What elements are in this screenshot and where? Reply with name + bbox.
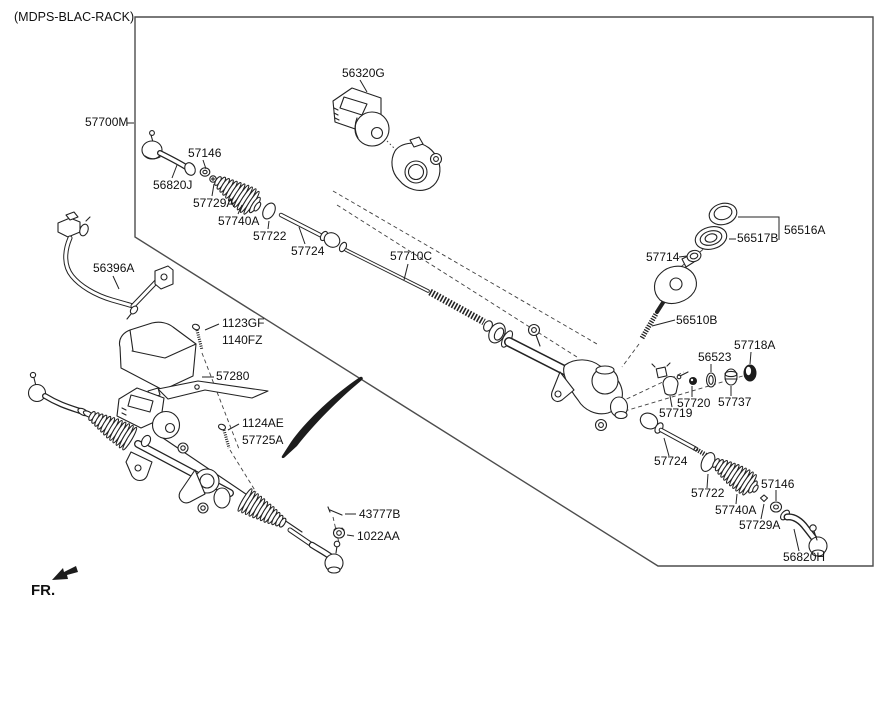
upper-inner-tie-rod-drawing <box>278 212 341 248</box>
split-pin-drawing <box>327 506 343 516</box>
part-label-57700M: 57700M <box>85 115 128 129</box>
part-label-57718A: 57718A <box>734 338 775 352</box>
mount-bolt-drawing <box>217 423 231 449</box>
pointer-swoosh-arrow <box>281 376 363 459</box>
part-label-56820J: 56820J <box>153 178 192 192</box>
part-label-56320G: 56320G <box>342 66 385 80</box>
part-label-56396A: 56396A <box>93 261 134 275</box>
part-label-1123GF: 1123GF <box>222 316 264 330</box>
part-label-56510B: 56510B <box>676 313 717 327</box>
diagram-border <box>134 16 874 567</box>
alignment-dashed-lines <box>201 140 747 544</box>
assembled-gear-drawing <box>27 371 344 574</box>
part-label-57729A-b: 57729A <box>739 518 780 532</box>
part-label-1140FZ: 1140FZ <box>222 333 262 347</box>
part-label-57740A-b: 57740A <box>715 503 756 517</box>
part-label-57710C: 57710C <box>390 249 432 263</box>
dust-cover-rings-drawing <box>694 202 738 250</box>
upper-snap-ring-drawing <box>262 202 276 220</box>
lower-outer-tie-rod-drawing <box>780 509 828 557</box>
part-label-57722-b: 57722 <box>691 486 725 500</box>
lower-inner-tie-rod-drawing <box>639 412 708 457</box>
part-label-1124AE: 1124AE <box>242 416 284 430</box>
pinion-seal-ring-drawing <box>686 249 702 263</box>
part-label-57719: 57719 <box>659 406 693 420</box>
part-label-57725A: 57725A <box>242 433 283 447</box>
part-label-57146-a: 57146 <box>188 146 222 160</box>
upper-bellows-drawing <box>214 176 262 215</box>
part-label-57720: 57720 <box>677 396 711 410</box>
castle-nut-drawing <box>332 527 346 539</box>
upper-outer-tie-rod-drawing <box>141 130 196 176</box>
part-labels: 57700M 56320G 57146 56820J 57729A 57740A… <box>85 66 825 564</box>
leader-lines <box>112 79 800 552</box>
part-label-57729A-a: 57729A <box>193 196 234 210</box>
part-label-57714: 57714 <box>646 250 680 264</box>
part-label-1022AA: 1022AA <box>357 529 400 543</box>
steering-motor-ecu-drawing <box>332 87 443 191</box>
part-label-57737: 57737 <box>718 395 752 409</box>
fr-arrow-icon <box>52 566 78 580</box>
label-bracket-56516A <box>729 216 780 240</box>
part-label-57280: 57280 <box>216 369 250 383</box>
part-label-57722-a: 57722 <box>253 229 287 243</box>
part-label-57724-b: 57724 <box>654 454 688 468</box>
part-label-56523: 56523 <box>698 350 732 364</box>
part-label-56516A: 56516A <box>784 223 825 237</box>
part-label-43777B: 43777B <box>359 507 400 521</box>
lower-bellows-drawing <box>712 458 759 496</box>
fr-label: FR. <box>31 582 55 599</box>
part-label-57740A-a: 57740A <box>218 214 259 228</box>
upper-tie-rod-nut-drawing <box>199 167 211 177</box>
lower-tie-rod-washer-drawing <box>759 494 783 513</box>
part-label-56820H: 56820H <box>783 550 825 564</box>
part-label-57146-b: 57146 <box>761 477 795 491</box>
page-title: (MDPS-BLAC-RACK) <box>14 10 134 24</box>
cover-bolt-drawing <box>191 323 204 351</box>
gear-housing-drawing <box>488 322 629 432</box>
rack-bar-drawing <box>338 241 493 332</box>
fr-direction-indicator: FR. <box>31 566 78 599</box>
pressure-tube-drawing <box>57 211 174 320</box>
part-label-57724-a: 57724 <box>291 244 325 258</box>
part-label-56517B: 56517B <box>737 231 778 245</box>
yoke-parts-drawing <box>651 362 757 396</box>
